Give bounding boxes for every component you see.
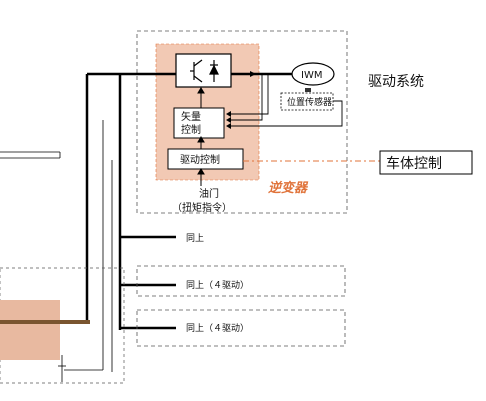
throttle-label-1: 油门 bbox=[199, 187, 219, 200]
same-label-2: 同上（４驱动） bbox=[186, 280, 249, 291]
feedback-arrow-2 bbox=[226, 117, 231, 123]
left-dashed-frame bbox=[0, 267, 125, 384]
feedback-arrow-3 bbox=[226, 123, 231, 129]
vector-control-box bbox=[173, 107, 225, 139]
sensor-connector bbox=[305, 88, 311, 92]
left-bottom-connector bbox=[58, 355, 66, 382]
drive-control-box bbox=[167, 148, 244, 170]
position-sensor-label: 位置传感器 bbox=[287, 96, 332, 108]
power-arrow bbox=[250, 71, 256, 77]
same-label-3: 同上（４驱动） bbox=[186, 323, 249, 334]
vector-label-1: 矢量 bbox=[181, 110, 201, 123]
throttle-label-2: （扭矩指令） bbox=[172, 201, 232, 214]
feedback-arrow-1 bbox=[226, 111, 231, 117]
thin-bus bbox=[64, 120, 113, 372]
drive-system-label: 驱动系统 bbox=[368, 74, 424, 90]
igbt-switch-box bbox=[175, 53, 232, 88]
drive-control-label: 驱动控制 bbox=[180, 153, 220, 166]
motor-tap bbox=[228, 74, 263, 121]
motor-tap-2 bbox=[228, 74, 269, 115]
vehicle-control-label: 车体控制 bbox=[386, 155, 442, 172]
inverter-label: 逆变器 bbox=[268, 180, 309, 196]
vehicle-control-box bbox=[379, 150, 473, 175]
igbt-switch-icon bbox=[190, 59, 219, 83]
left-bottom-block bbox=[0, 300, 60, 360]
drive-system-frame bbox=[136, 30, 348, 214]
main-bus bbox=[85, 72, 176, 330]
sensor-feedback bbox=[228, 100, 343, 127]
vector-label-2: 控制 bbox=[181, 123, 201, 136]
position-sensor-box bbox=[280, 92, 334, 111]
inner-arrows bbox=[197, 87, 205, 186]
left-top-stub bbox=[0, 151, 61, 159]
row3-frame bbox=[136, 309, 346, 347]
same-label-1: 同上 bbox=[186, 233, 204, 244]
left-bottom-bar bbox=[0, 320, 90, 324]
iwm-label: IWM bbox=[301, 70, 322, 81]
